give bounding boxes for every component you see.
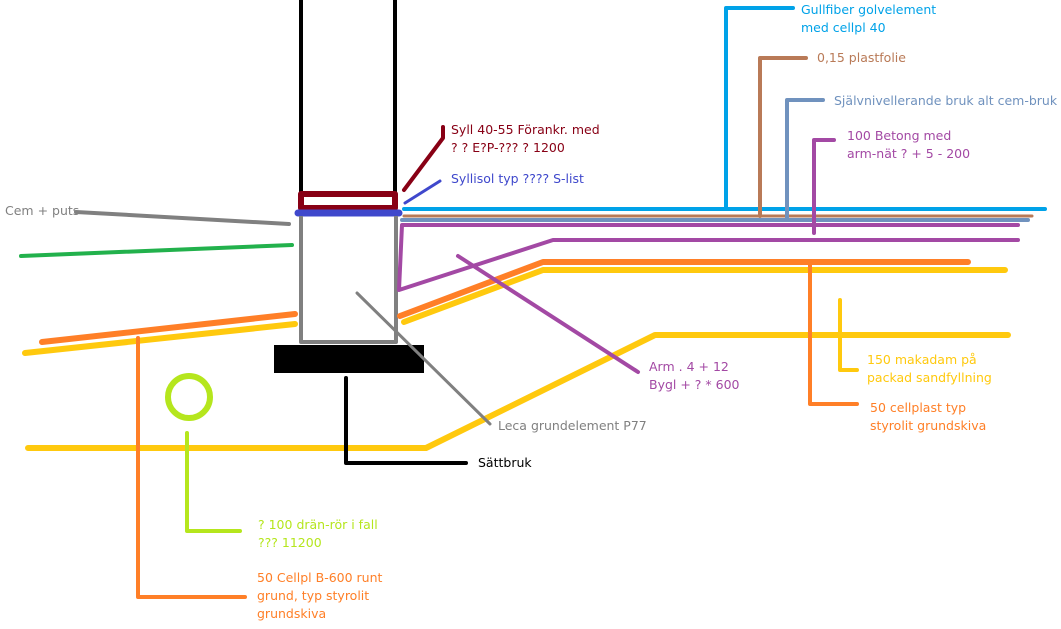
cellpl-runt-leader — [136, 336, 247, 599]
sjalvniv-leader — [785, 98, 825, 220]
makadam-layer-right — [401, 267, 1008, 325]
leca-foundation-element — [299, 216, 398, 344]
drain-leader — [185, 431, 242, 533]
ground-level-line — [25, 332, 1011, 451]
plastfolie-label: 0,15 plastfolie — [817, 50, 906, 65]
sattbruk-leader — [344, 376, 468, 465]
plaster-leader — [74, 210, 291, 226]
arm-leader — [456, 254, 640, 374]
sill-plate — [298, 191, 398, 211]
plastfolie-leader — [758, 56, 808, 218]
leca-label: Leca grundelement P77 — [498, 418, 647, 433]
cellplast-leader — [808, 260, 859, 406]
makadam-leader — [838, 298, 859, 372]
drain-pipe — [165, 373, 213, 421]
betong-leader — [812, 138, 836, 235]
sjalvniv-label: Självnivellerande bruk alt cem-bruk — [834, 93, 1058, 108]
dran-label: ? 100 drän-rör i fall??? 11200 — [258, 517, 378, 550]
syllisol-label: Syllisol typ ???? S-list — [451, 171, 584, 186]
syllisol-leader — [403, 179, 442, 205]
sattbruk-label: Sättbruk — [478, 455, 532, 470]
sill-leader — [402, 125, 445, 192]
footing-block — [274, 345, 424, 373]
cellplast-layer-left — [39, 311, 298, 345]
concrete-slab-outline — [397, 223, 1020, 292]
syll-label: Syll 40-55 Förankr. med? ? E?P-??? ? 120… — [451, 122, 600, 155]
gullfiber-leader — [724, 6, 795, 211]
green-line — [19, 243, 294, 258]
leca-leader — [355, 291, 492, 426]
cellplast-layer-right — [397, 259, 971, 319]
cem-puts-label: Cem + puts — [5, 203, 79, 218]
makadam-layer-left — [22, 321, 298, 356]
